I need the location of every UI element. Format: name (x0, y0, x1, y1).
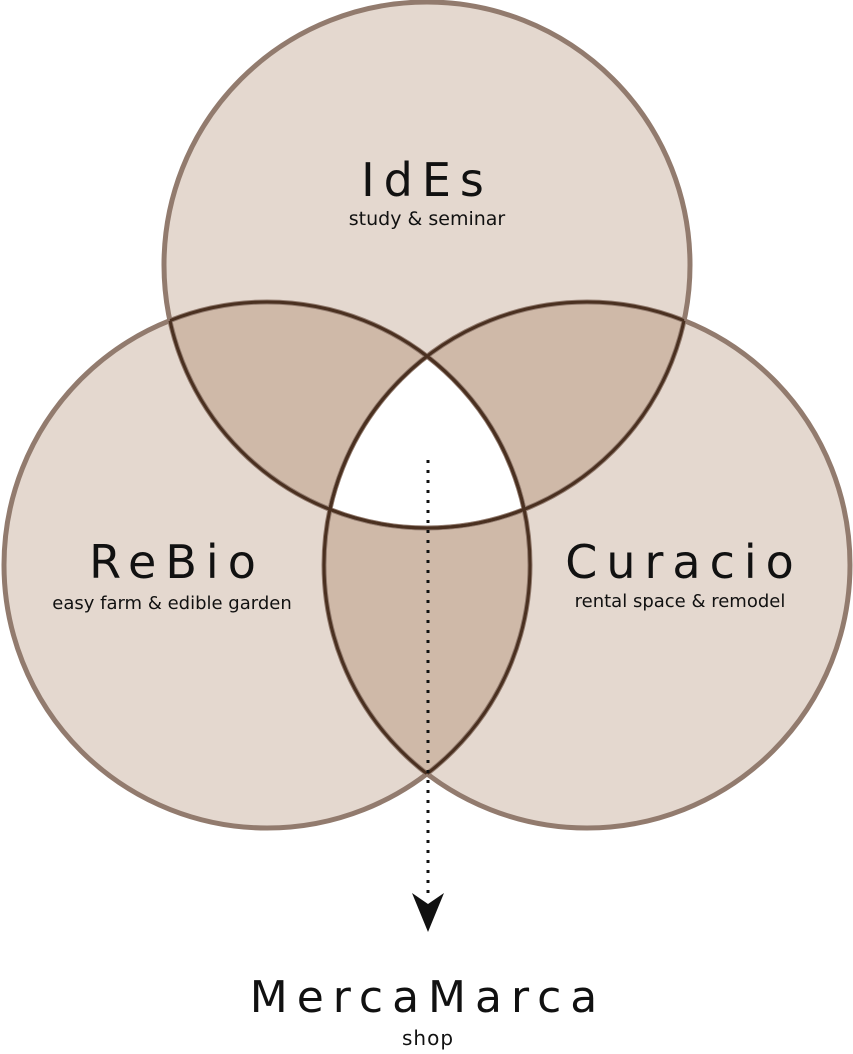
rebio-subtitle: easy farm & edible garden (52, 593, 292, 614)
curacio-title: Curacio (565, 535, 803, 589)
center-intersection (324, 302, 530, 528)
arrow-head-icon (412, 893, 444, 932)
ides-subtitle: study & seminar (349, 208, 506, 230)
dark-edge-left-right (324, 302, 532, 828)
curacio-subtitle: rental space & remodel (575, 591, 786, 612)
rebio-title: ReBio (89, 535, 265, 589)
dark-edge-right-left (322, 302, 530, 828)
dark-edge-top-right (324, 302, 692, 530)
result-subtitle: shop (402, 1026, 454, 1050)
dark-edge-left-top (164, 300, 532, 528)
ides-title: IdEs (361, 153, 493, 207)
result-title: MercaMarca (250, 972, 607, 1023)
dark-edge-right-top (322, 300, 690, 528)
